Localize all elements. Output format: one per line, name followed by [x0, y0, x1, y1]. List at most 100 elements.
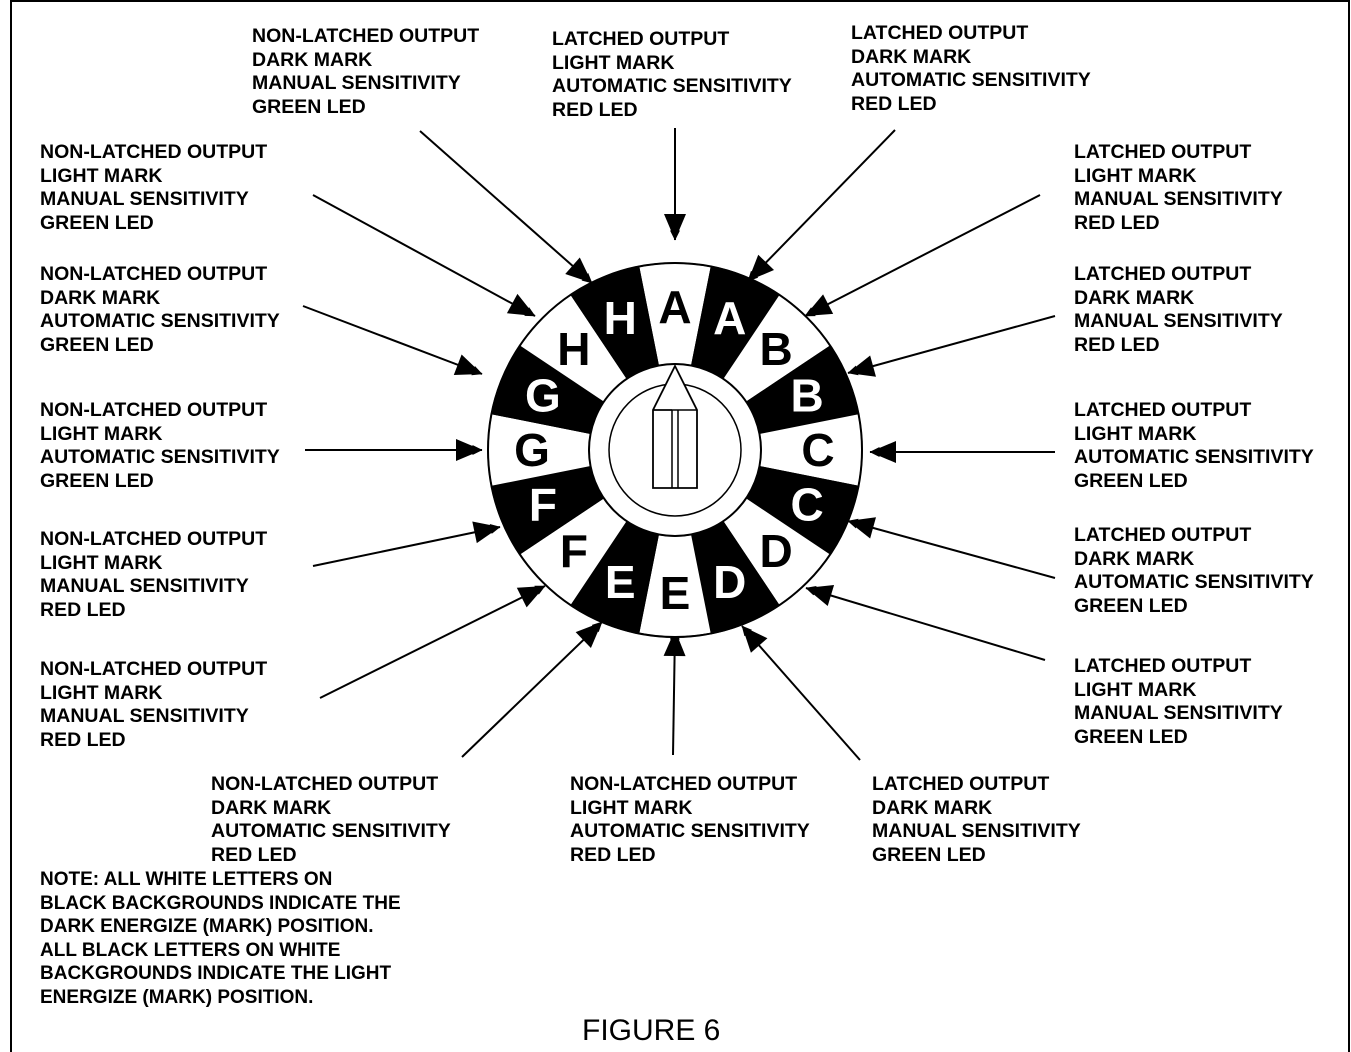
mode-label-line: LIGHT MARK [1074, 422, 1197, 445]
mode-label-line: RED LED [1074, 333, 1160, 356]
mode-label-line: AUTOMATIC SENSITIVITY [1074, 446, 1314, 468]
mode-label-line: RED LED [40, 728, 126, 751]
arrowhead-top-right [748, 254, 775, 281]
arrowhead-right-5 [806, 584, 835, 607]
mode-label-line: LATCHED OUTPUT [552, 28, 730, 50]
mode-label-line: RED LED [570, 843, 656, 866]
mode-label-line: DARK MARK [1074, 547, 1195, 570]
mode-label-line: MANUAL SENSITIVITY [40, 575, 249, 597]
arrow-left-2 [302, 305, 483, 376]
figure-caption: FIGURE 6 [582, 1014, 721, 1047]
arrow-right-5 [805, 585, 1046, 661]
mode-label-line: DARK MARK [872, 796, 993, 819]
mode-label-line: LATCHED OUTPUT [1074, 524, 1252, 546]
note-line: DARK ENERGIZE (MARK) POSITION. [40, 916, 374, 937]
mode-label-line: LIGHT MARK [40, 681, 163, 704]
mode-label-line: GREEN LED [1074, 594, 1188, 617]
mode-label-line: LATCHED OUTPUT [872, 773, 1050, 795]
arrow-left-1 [312, 194, 536, 317]
mode-label-line: MANUAL SENSITIVITY [1074, 188, 1283, 210]
dial-letter: D [713, 556, 746, 608]
mode-label-line: NON-LATCHED OUTPUT [40, 658, 268, 680]
arrowhead-right-3 [870, 441, 896, 463]
arrow-right-4 [847, 518, 1056, 579]
mode-label-line: DARK MARK [851, 45, 972, 68]
mode-label-line: RED LED [1074, 211, 1160, 234]
mode-label-line: LATCHED OUTPUT [851, 22, 1029, 44]
mode-label-line: GREEN LED [872, 843, 986, 866]
arrowhead-bottom-left [575, 622, 602, 648]
mode-label-line: NON-LATCHED OUTPUT [40, 528, 268, 550]
arrowhead-left-1 [506, 293, 535, 316]
mode-label-line: DARK MARK [211, 796, 332, 819]
mode-label-line: GREEN LED [40, 211, 154, 234]
mode-label-line: GREEN LED [40, 333, 154, 356]
dial-letter: A [658, 281, 691, 333]
dial-pointer-icon[interactable] [652, 363, 698, 489]
dial-letter: D [759, 525, 792, 577]
mode-label-line: LIGHT MARK [1074, 164, 1197, 187]
mode-label-line: MANUAL SENSITIVITY [872, 820, 1081, 842]
dial-letter: F [529, 479, 557, 531]
mode-label-line: AUTOMATIC SENSITIVITY [40, 310, 280, 332]
mode-label-line: MANUAL SENSITIVITY [40, 705, 249, 727]
dial-letter: F [560, 525, 588, 577]
mode-label-line: MANUAL SENSITIVITY [1074, 310, 1283, 332]
mode-label-line: MANUAL SENSITIVITY [40, 188, 249, 210]
mode-label-line: GREEN LED [252, 95, 366, 118]
pointer-arrows [302, 128, 1056, 761]
figure-frame [10, 0, 1350, 1052]
mode-label-line: LATCHED OUTPUT [1074, 399, 1252, 421]
arrowhead-left-5 [516, 586, 545, 608]
arrow-right-1 [804, 194, 1041, 317]
mode-label-line: LIGHT MARK [40, 164, 163, 187]
mode-label-line: RED LED [211, 843, 297, 866]
dial-letter: C [790, 479, 823, 531]
mode-label-line: LIGHT MARK [40, 422, 163, 445]
mode-label-line: DARK MARK [252, 48, 373, 71]
arrowhead-bottom-center [663, 630, 686, 657]
mode-label-line: AUTOMATIC SENSITIVITY [1074, 571, 1314, 593]
arrowhead-left-2 [453, 354, 482, 376]
mode-label-line: RED LED [552, 98, 638, 121]
arrow-bottom-right [741, 625, 861, 761]
arrowhead-top-center [664, 214, 686, 240]
mode-label-line: DARK MARK [40, 286, 161, 309]
mode-label-line: LIGHT MARK [570, 796, 693, 819]
mode-label-line: GREEN LED [40, 469, 154, 492]
mode-label-line: NON-LATCHED OUTPUT [570, 773, 798, 795]
mode-label-line: RED LED [40, 598, 126, 621]
arrow-top-left [419, 130, 593, 284]
arrowhead-left-3 [456, 439, 482, 461]
mode-label-line: LIGHT MARK [40, 551, 163, 574]
arrowhead-right-1 [805, 294, 834, 316]
arrowhead-left-4 [472, 521, 500, 544]
dial-letter: H [604, 292, 637, 344]
mode-label-line: LIGHT MARK [1074, 678, 1197, 701]
dial-letter: G [525, 369, 561, 421]
mode-label-line: GREEN LED [1074, 725, 1188, 748]
mode-label-line: AUTOMATIC SENSITIVITY [851, 69, 1091, 91]
note-line: BLACK BACKGROUNDS INDICATE THE [40, 892, 401, 914]
arrow-left-4 [312, 524, 501, 567]
mode-label-line: NON-LATCHED OUTPUT [252, 25, 480, 47]
mode-label-line: RED LED [851, 92, 937, 115]
mode-label-line: AUTOMATIC SENSITIVITY [211, 820, 451, 842]
dial-letter: B [790, 369, 823, 421]
mode-label-line: NON-LATCHED OUTPUT [211, 773, 439, 795]
mode-label-line: GREEN LED [1074, 469, 1188, 492]
dial-letter: E [605, 556, 636, 608]
note-line: ENERGIZE (MARK) POSITION. [40, 986, 314, 1008]
